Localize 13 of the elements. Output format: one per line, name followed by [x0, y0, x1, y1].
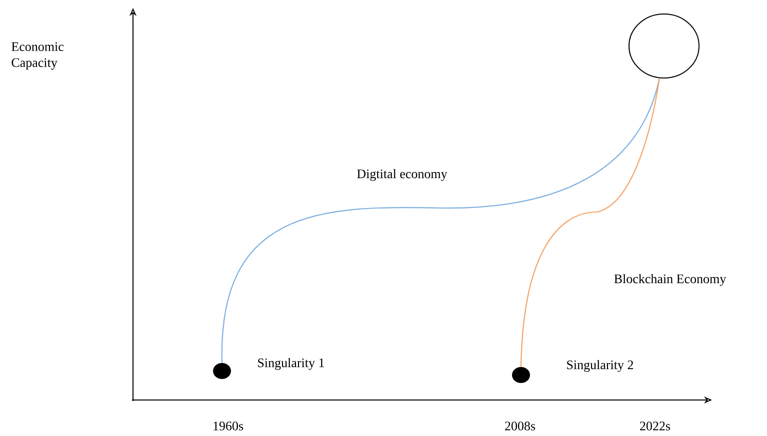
tick-label: 1960s [214, 422, 244, 430]
curve [520, 78, 660, 367]
point-dot [512, 367, 530, 383]
edge-label: Blockchain Economy [612, 273, 728, 287]
curve [221, 78, 660, 363]
edge-label: Digtital economy [356, 168, 448, 182]
point-label: Singularity 2 [567, 360, 634, 372]
tick-label: 2008s [505, 422, 536, 430]
point-label: Singularity 1 [258, 358, 324, 370]
tick-label: 2022s [640, 422, 670, 430]
point-dot [213, 363, 231, 379]
axis-title: Economic Capacity [12, 42, 64, 70]
end-circle [628, 14, 700, 78]
